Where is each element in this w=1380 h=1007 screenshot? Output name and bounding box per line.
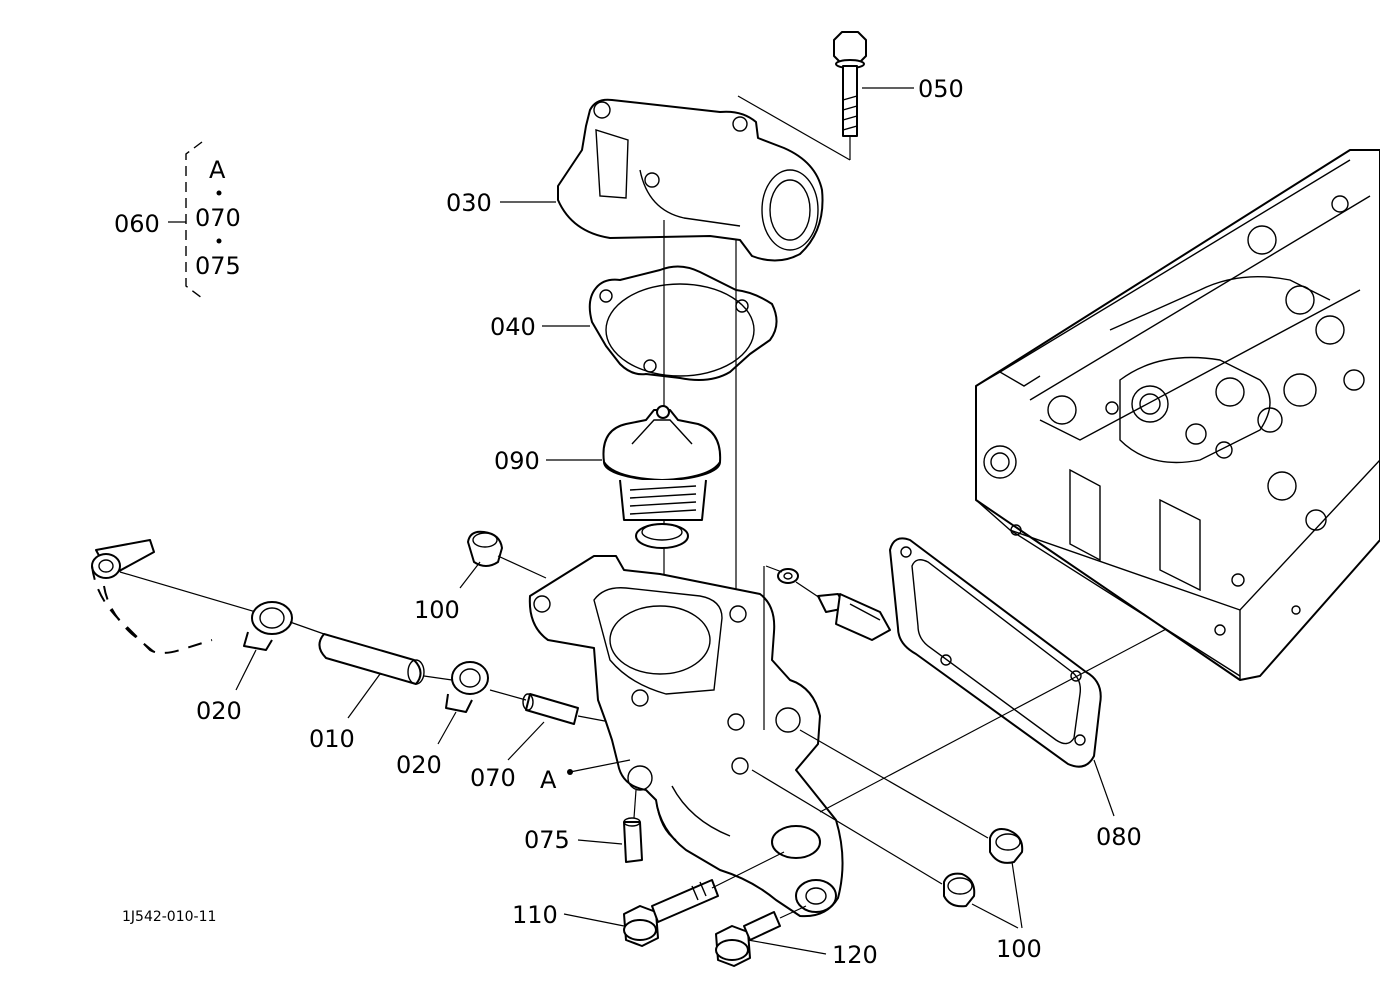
- callout-110: 110: [512, 901, 558, 929]
- plug-100-lower-left: [751, 769, 976, 908]
- callout-040: 040: [490, 313, 536, 341]
- clamp-020-middle: [423, 661, 489, 745]
- plug-100-lower-right: [799, 729, 1024, 864]
- nipple-075: [577, 789, 643, 863]
- thermostat-cover-030: [500, 98, 824, 262]
- callout-030: 030: [446, 189, 492, 217]
- callout-050: 050: [918, 75, 964, 103]
- group-label: 060: [114, 210, 160, 238]
- bypass-pipe: [91, 539, 257, 654]
- thermostat-090: [546, 405, 722, 549]
- plug-100-top: [459, 530, 547, 589]
- callout-a-point: [567, 759, 631, 775]
- callout-labels: 050 030 040 090 100 020 010 020 070 A 07…: [122, 75, 1142, 969]
- thermostat-housing: [528, 555, 844, 918]
- callout-100-bottom: 100: [996, 935, 1042, 963]
- group-item-075: 075: [195, 252, 241, 280]
- bolt-120: [715, 905, 827, 967]
- callout-090: 090: [494, 447, 540, 475]
- group-item-070: 070: [195, 204, 241, 232]
- callout-080: 080: [1096, 823, 1142, 851]
- gasket-080: [819, 537, 1241, 817]
- callout-010: 010: [309, 725, 355, 753]
- clamp-020-left: [235, 601, 293, 691]
- temperature-sensor: [765, 565, 891, 641]
- callout-020-middle: 020: [396, 751, 442, 779]
- gasket-040: [542, 265, 778, 381]
- bolt-050: [737, 31, 914, 161]
- bolt-110: [563, 851, 785, 947]
- cylinder-head: [975, 149, 1380, 681]
- group-bracket-060: 060 A 070 075: [114, 141, 241, 299]
- hose-010: [289, 621, 425, 719]
- drawing-id: 1J542-010-11: [122, 909, 216, 925]
- callout-100-top: 100: [414, 596, 460, 624]
- callout-120: 120: [832, 941, 878, 969]
- callout-075: 075: [524, 826, 570, 854]
- group-item-a: A: [209, 156, 226, 184]
- callout-020-left: 020: [196, 697, 242, 725]
- callout-a: A: [540, 766, 557, 794]
- callout-070: 070: [470, 764, 516, 792]
- pipe-070: [489, 689, 611, 761]
